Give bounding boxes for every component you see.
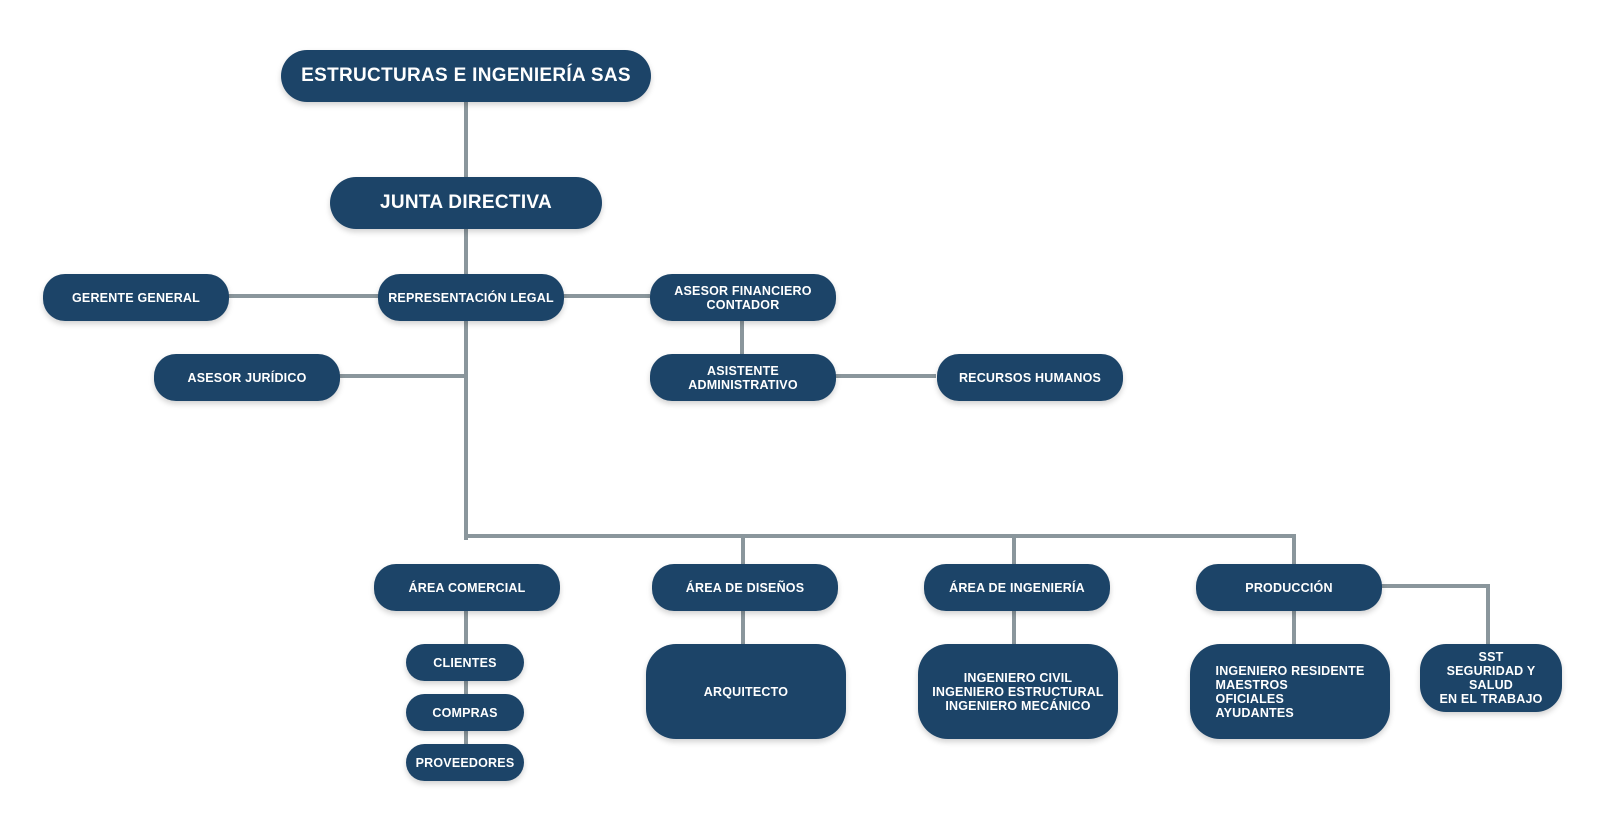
asesor-financiero-node: ASESOR FINANCIERO CONTADOR bbox=[650, 274, 836, 321]
area-ingenieria-node: ÁREA DE INGENIERÍA bbox=[924, 564, 1110, 611]
junta-directiva-node: JUNTA DIRECTIVA bbox=[330, 177, 602, 229]
clientes-node: CLIENTES bbox=[406, 644, 524, 681]
ingeniero-estructural-label: INGENIERO ESTRUCTURAL bbox=[932, 684, 1104, 699]
asistente-administrativo-node: ASISTENTE ADMINISTRATIVO bbox=[650, 354, 836, 401]
representacion-legal-node: REPRESENTACIÓN LEGAL bbox=[378, 274, 564, 321]
ingeniero-mecanico-label: INGENIERO MECÁNICO bbox=[945, 698, 1091, 713]
clientes-label: CLIENTES bbox=[433, 655, 497, 670]
compras-label: COMPRAS bbox=[432, 705, 498, 720]
proveedores-node: PROVEEDORES bbox=[406, 744, 524, 781]
company-title: ESTRUCTURAS E INGENIERÍA SAS bbox=[301, 65, 631, 86]
en-el-trabajo-label: EN EL TRABAJO bbox=[1439, 692, 1543, 706]
area-comercial-label: ÁREA COMERCIAL bbox=[408, 580, 526, 595]
contador-label: CONTADOR bbox=[706, 297, 780, 312]
representacion-legal-label: REPRESENTACIÓN LEGAL bbox=[388, 290, 554, 305]
gerente-general-node: GERENTE GENERAL bbox=[43, 274, 229, 321]
asesor-juridico-node: ASESOR JURÍDICO bbox=[154, 354, 340, 401]
seguridad-salud-label: SEGURIDAD Y SALUD bbox=[1446, 664, 1536, 692]
recursos-humanos-label: RECURSOS HUMANOS bbox=[958, 370, 1102, 385]
maestros-label: MAESTROS bbox=[1215, 677, 1288, 692]
sst-label: SST bbox=[1478, 650, 1504, 664]
administrativo-label: ADMINISTRATIVO bbox=[688, 377, 798, 392]
arquitecto-label: ARQUITECTO bbox=[703, 684, 789, 699]
company-title-node: ESTRUCTURAS E INGENIERÍA SAS bbox=[281, 50, 651, 102]
area-disenos-node: ÁREA DE DISEÑOS bbox=[652, 564, 838, 611]
arquitecto-node: ARQUITECTO bbox=[646, 644, 846, 739]
proveedores-label: PROVEEDORES bbox=[415, 755, 515, 770]
oficiales-label: OFICIALES bbox=[1215, 691, 1284, 706]
junta-directiva-label: JUNTA DIRECTIVA bbox=[380, 192, 552, 213]
compras-node: COMPRAS bbox=[406, 694, 524, 731]
area-disenos-label: ÁREA DE DISEÑOS bbox=[685, 580, 805, 595]
recursos-humanos-node: RECURSOS HUMANOS bbox=[937, 354, 1123, 401]
ingeniero-residente-label: INGENIERO RESIDENTE bbox=[1215, 663, 1365, 678]
area-comercial-node: ÁREA COMERCIAL bbox=[374, 564, 560, 611]
asistente-label: ASISTENTE bbox=[707, 363, 779, 378]
produccion-staff-node: INGENIERO RESIDENTE MAESTROS OFICIALES A… bbox=[1190, 644, 1390, 739]
asesor-juridico-label: ASESOR JURÍDICO bbox=[187, 370, 307, 385]
ingenieros-node: INGENIERO CIVIL INGENIERO ESTRUCTURAL IN… bbox=[918, 644, 1118, 739]
ingeniero-civil-label: INGENIERO CIVIL bbox=[963, 670, 1073, 685]
ayudantes-label: AYUDANTES bbox=[1215, 705, 1294, 720]
gerente-general-label: GERENTE GENERAL bbox=[71, 290, 200, 305]
area-ingenieria-label: ÁREA DE INGENIERÍA bbox=[949, 580, 1085, 595]
asesor-financiero-label: ASESOR FINANCIERO bbox=[674, 283, 812, 298]
produccion-node: PRODUCCIÓN bbox=[1196, 564, 1382, 611]
produccion-label: PRODUCCIÓN bbox=[1245, 580, 1333, 595]
sst-node: SST SEGURIDAD Y SALUD EN EL TRABAJO bbox=[1420, 644, 1562, 712]
